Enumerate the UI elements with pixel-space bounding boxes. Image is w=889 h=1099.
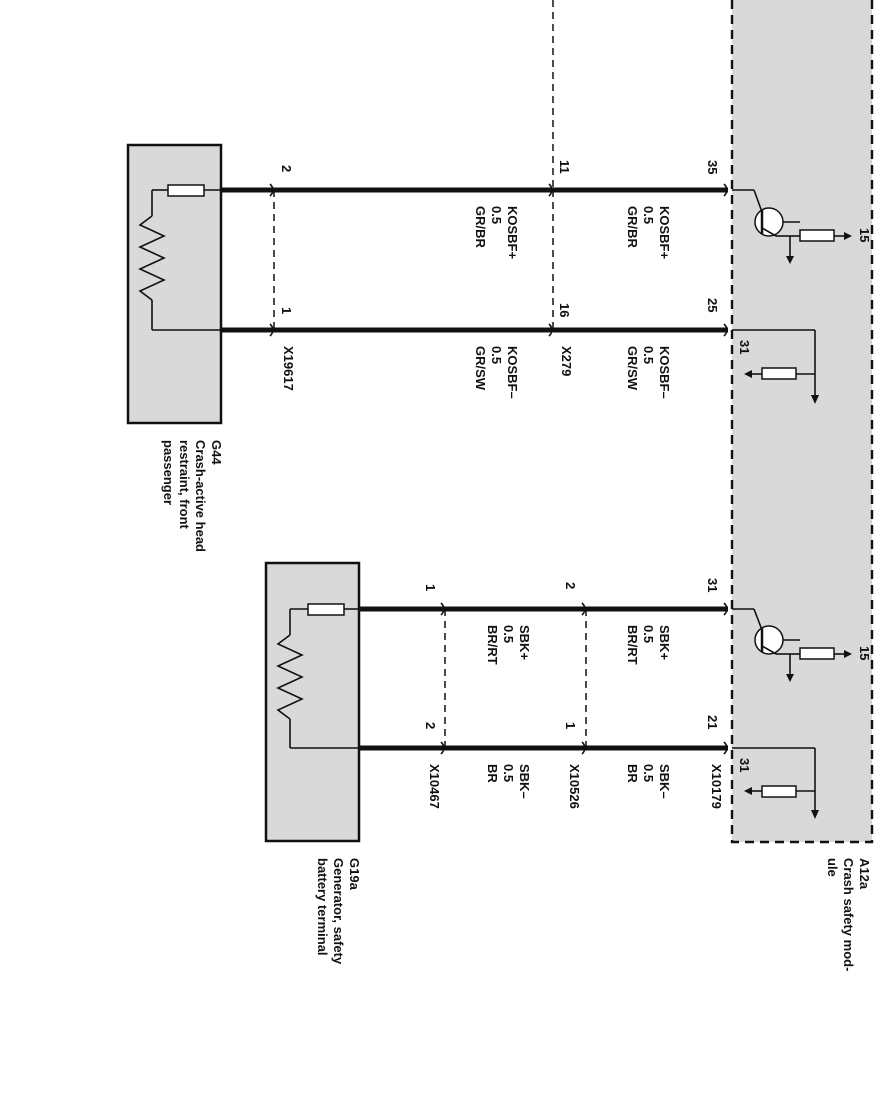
supply-31-bottom: 31	[737, 758, 752, 772]
wire-name: SBK+	[657, 625, 672, 660]
pin-mid-minus-top: 16	[557, 303, 572, 317]
pin-mid-plus-top: 11	[557, 160, 572, 174]
connector-id-mid-bottom: X10526	[567, 764, 582, 809]
connector-id-mid-top: X279	[559, 346, 574, 376]
supply-31-top: 31	[737, 340, 752, 354]
component-name-line2: battery terminal	[315, 858, 330, 956]
wire-size: 0.5	[641, 625, 656, 643]
pin-module-plus-bottom: 31	[705, 578, 720, 592]
wire-color: GR/BR	[625, 206, 640, 249]
connector-id-end-top: X19617	[281, 346, 296, 391]
wire-name: SBK–	[657, 764, 672, 799]
ground-resistor-icon	[732, 747, 819, 819]
wire-name: KOSBF–	[657, 346, 672, 399]
connector-id-module-bottom: X10179	[709, 764, 724, 809]
wire-name: KOSBF+	[657, 206, 672, 260]
connector-marks-top	[269, 183, 728, 337]
wire-size: 0.5	[641, 764, 656, 782]
wire-name: KOSBF–	[505, 346, 520, 399]
wire-size: 0.5	[501, 625, 516, 643]
pin-end-minus-top: 1	[279, 307, 294, 314]
pin-module-plus-top: 35	[705, 160, 720, 174]
wire-color: BR	[625, 764, 640, 783]
connector-marks-bottom	[440, 602, 728, 755]
wire-size: 0.5	[501, 764, 516, 782]
wire-color: BR/RT	[485, 625, 500, 665]
wire-size: 0.5	[489, 346, 504, 364]
resistor-heater-icon	[276, 603, 359, 749]
pin-end-plus-top: 2	[279, 165, 294, 172]
component-id-g44: G44	[209, 440, 224, 465]
wire-name: KOSBF+	[505, 206, 520, 260]
wire-size: 0.5	[489, 206, 504, 224]
crash-safety-module-box	[732, 0, 872, 842]
component-id-g19a: G19a	[347, 858, 362, 891]
module-name-line2: ule	[825, 858, 840, 877]
supply-15-bottom: 15	[857, 646, 872, 660]
transistor-icon	[732, 189, 852, 264]
pin-end-minus-bottom: 2	[423, 722, 438, 729]
connector-id-end-bottom: X10467	[427, 764, 442, 809]
pin-end-plus-bottom: 1	[423, 584, 438, 591]
crash-safety-module-border	[730, 0, 874, 844]
wire-color: GR/SW	[625, 346, 640, 391]
component-name-line2: restraint, front	[177, 440, 192, 530]
component-name-line1: Crash-active head	[193, 440, 208, 552]
wire-color: BR/RT	[625, 625, 640, 665]
wire-name: SBK–	[517, 764, 532, 799]
resistor-heater-icon	[138, 184, 221, 331]
component-name-line1: Generator, safety	[331, 858, 346, 965]
pin-module-minus-bottom: 21	[705, 715, 720, 729]
wire-color: GR/SW	[473, 346, 488, 391]
wire-name: SBK+	[517, 625, 532, 660]
pin-module-minus-top: 25	[705, 298, 720, 312]
wire-size: 0.5	[641, 206, 656, 224]
pin-mid-plus-bottom: 2	[563, 582, 578, 589]
module-id-a12a: A12a	[857, 858, 872, 890]
module-name-line1: Crash safety mod-	[841, 858, 856, 971]
pin-mid-minus-bottom: 1	[563, 722, 578, 729]
wire-color: GR/BR	[473, 206, 488, 249]
supply-15-top: 15	[857, 228, 872, 242]
component-name-line3: passenger	[161, 440, 176, 505]
wire-size: 0.5	[641, 346, 656, 364]
wire-color: BR	[485, 764, 500, 783]
ground-resistor-icon	[732, 329, 819, 404]
transistor-icon	[732, 608, 852, 682]
